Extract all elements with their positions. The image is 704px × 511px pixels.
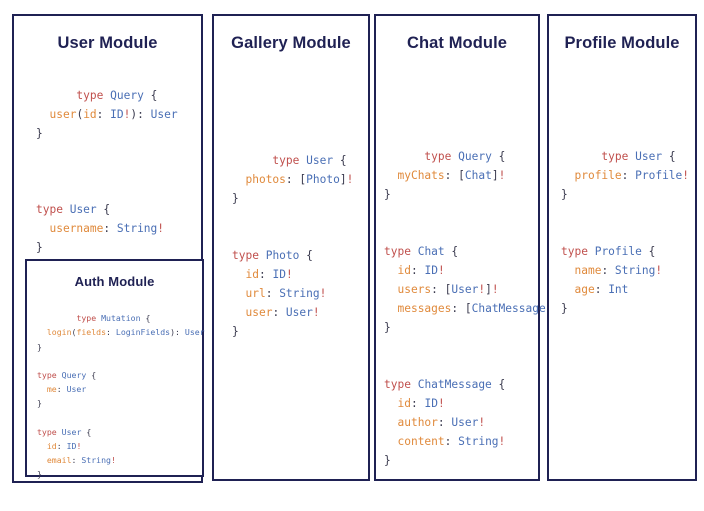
code-block-gallery-module: type User { photos: [Photo]! } type Phot… <box>232 154 354 338</box>
card-user-module[interactable]: User Module type Query { user(id: ID!): … <box>12 14 205 483</box>
card-title-gallery-module: Gallery Module <box>231 34 351 52</box>
code-block-user-module: type Query { user(id: ID!): User } type … <box>36 89 178 254</box>
card-chat-module[interactable]: Chat Module type Query { myChats: [Chat]… <box>374 14 559 481</box>
card-title-profile-module: Profile Module <box>564 34 680 52</box>
card-title-auth-module: Auth Module <box>74 274 155 289</box>
card-profile-module[interactable]: Profile Module type User { profile: Prof… <box>547 14 697 481</box>
card-gallery-module[interactable]: Gallery Module type User { photos: [Phot… <box>212 14 370 481</box>
card-auth-module[interactable]: Auth Module type Mutation { login(fields… <box>25 259 205 479</box>
code-block-auth-module: type Mutation { login(fields: LoginField… <box>37 313 205 480</box>
code-block-chat-module: type Query { myChats: [Chat]! } type Cha… <box>384 150 559 467</box>
card-title-user-module: User Module <box>57 34 158 52</box>
code-block-profile-module: type User { profile: Profile! } type Pro… <box>561 150 690 315</box>
card-title-chat-module: Chat Module <box>406 34 508 52</box>
